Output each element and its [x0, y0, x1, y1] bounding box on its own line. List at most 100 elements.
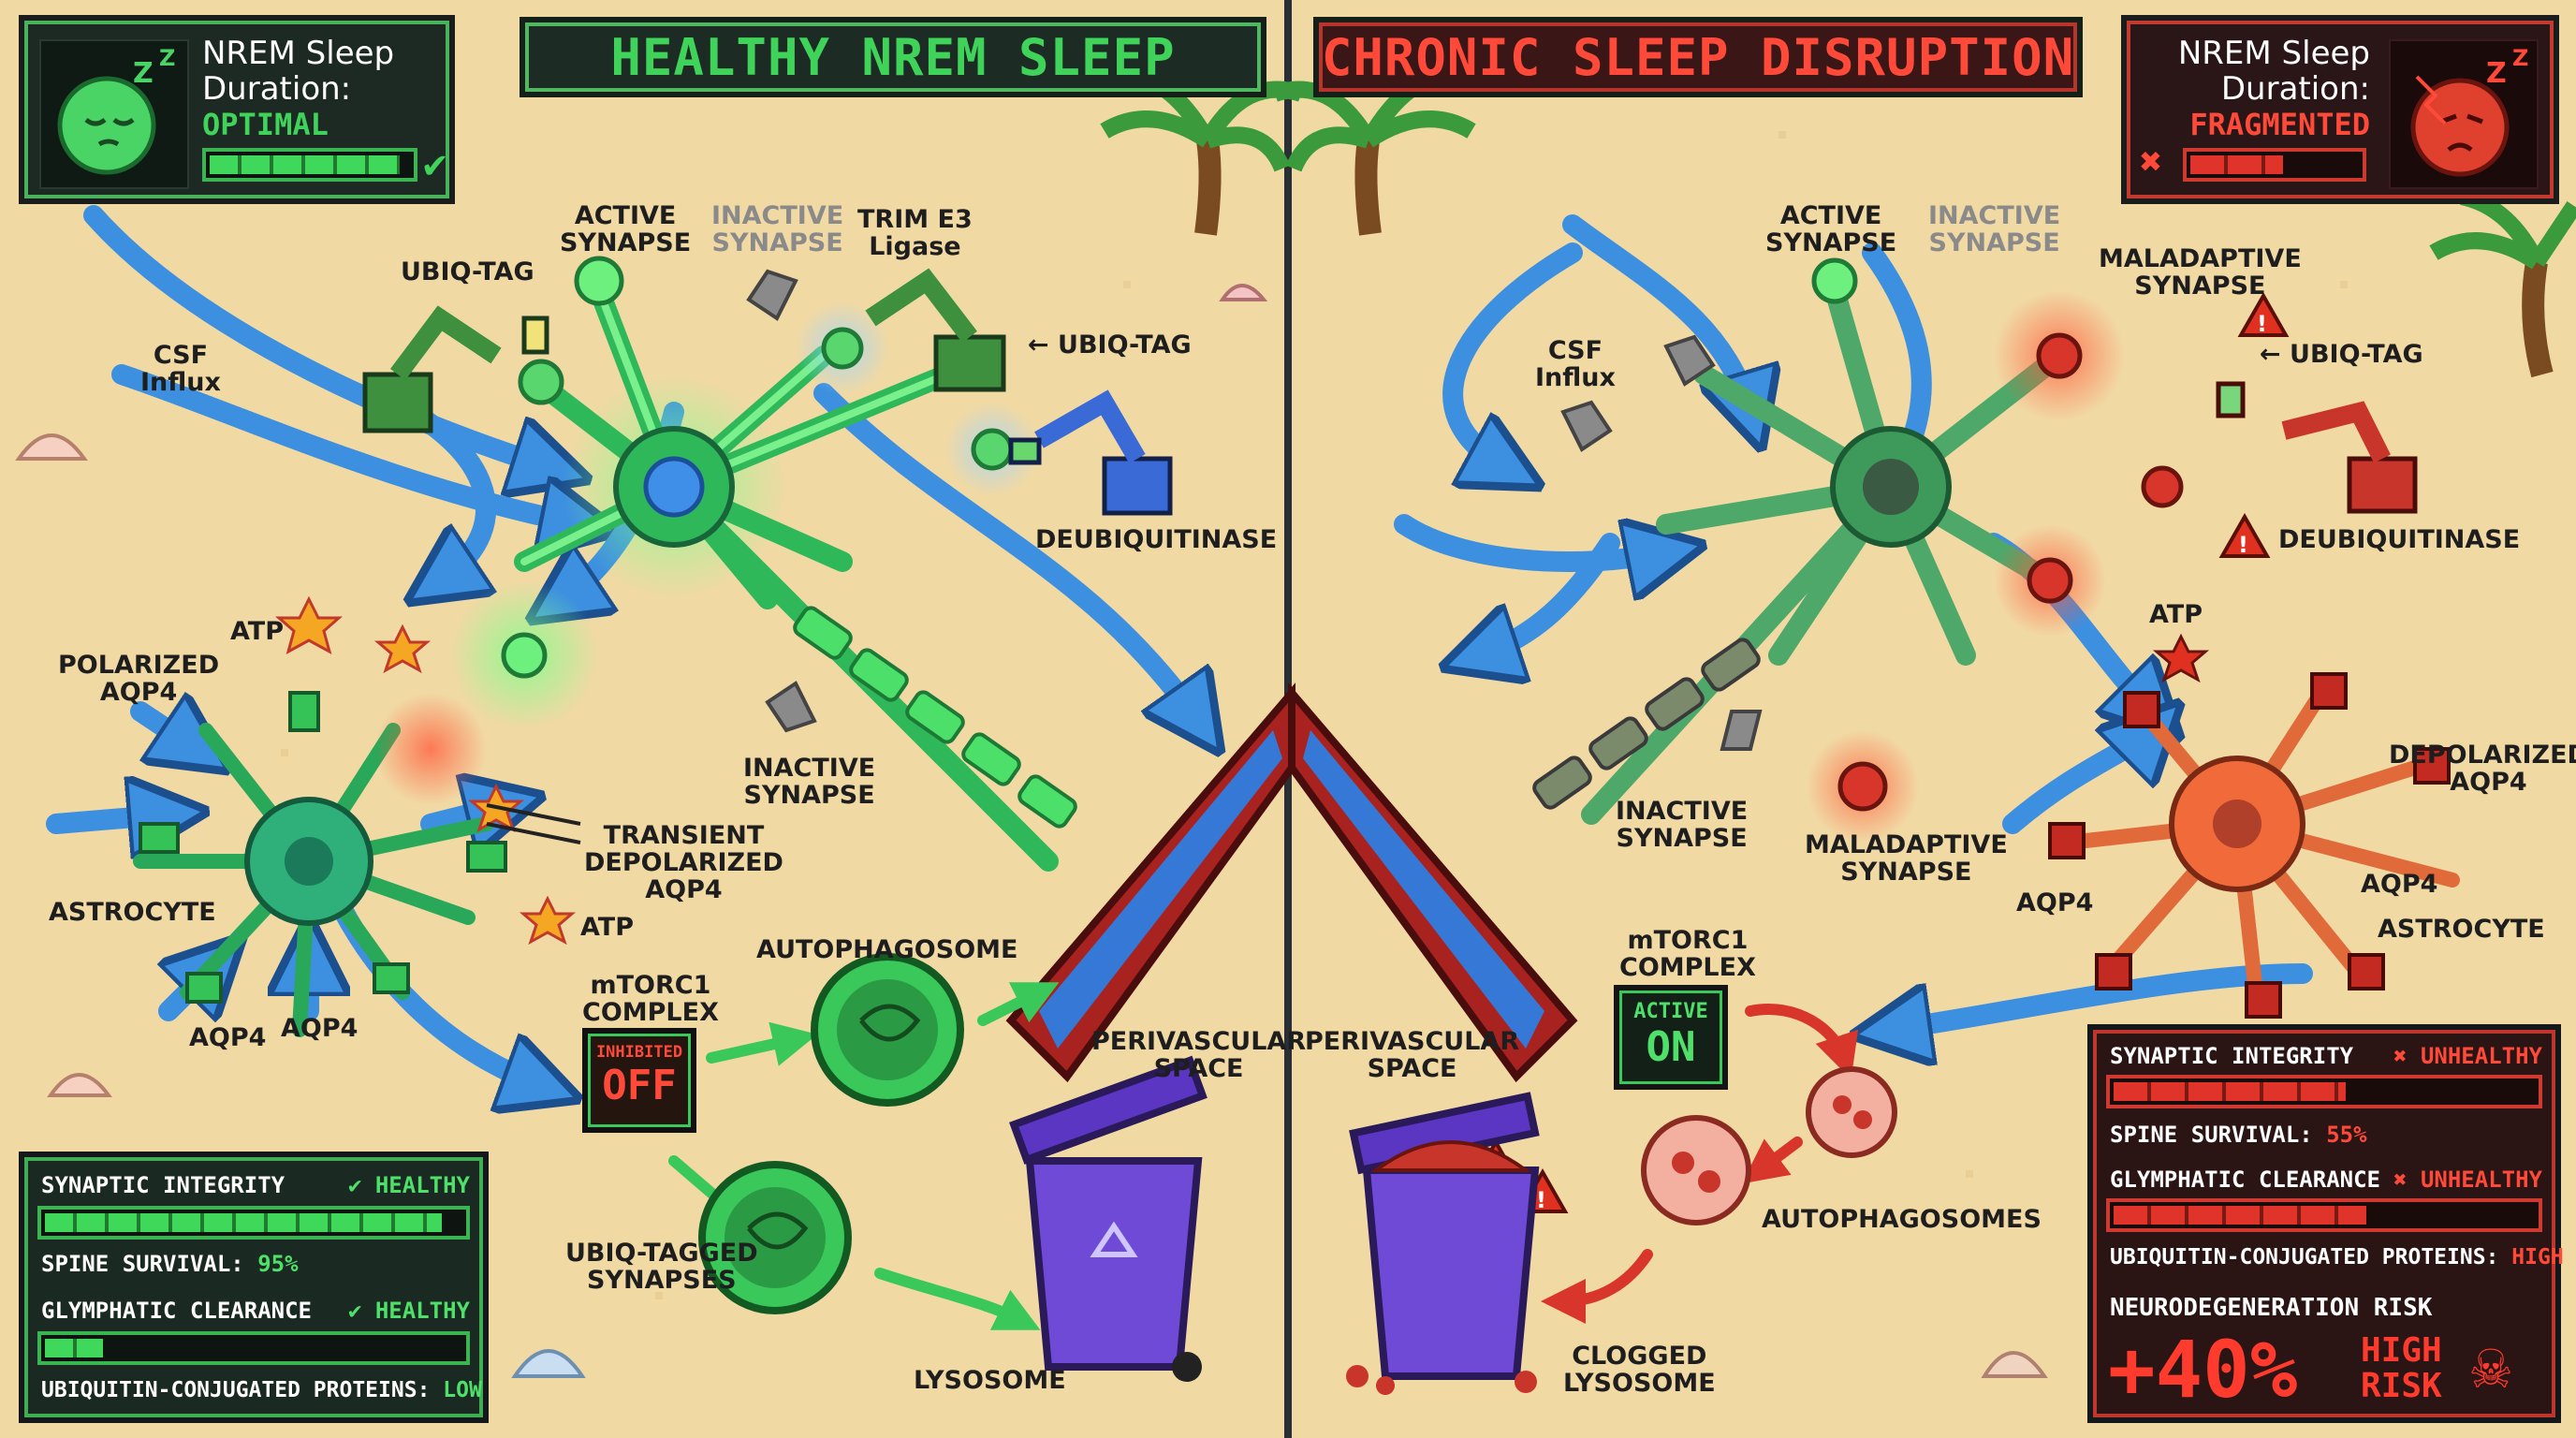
- label-atp: ATP: [230, 617, 285, 646]
- sleep-card-title-2: Duration:: [202, 70, 352, 108]
- palm-tree-icon: [1272, 66, 1476, 236]
- metric-glymphatic-status: ✖ UNHEALTHY: [2393, 1167, 2542, 1193]
- label-aqp4: AQP4: [189, 1023, 267, 1052]
- seashell-icon: [1981, 1351, 2048, 1378]
- neurodegeneration-risk-value: +40%: [2108, 1324, 2298, 1416]
- sleep-duration-card-disrupted: NREM Sleep Duration: FRAGMENTED ✖ Z Z: [2121, 15, 2559, 204]
- metric-synaptic-integrity-status: ✔ HEALTHY: [347, 1172, 470, 1198]
- autophagosome-icon: [1806, 1066, 1897, 1158]
- seashell-icon: [15, 433, 88, 461]
- panel-title-healthy: HEALTHY NREM SLEEP: [520, 17, 1266, 97]
- broken-sleep-face-icon: Z Z: [2389, 39, 2539, 189]
- sleep-duration-bar: [2183, 148, 2366, 182]
- mtorc1-state-active: ACTIVE ON: [1614, 985, 1728, 1090]
- metric-ubiquitin-proteins: UBIQUITIN-CONJUGATED PROTEINS: HIGH: [2110, 1245, 2564, 1269]
- perivascular-vessel-left: [1005, 682, 1295, 1083]
- metric-glymphatic-status: ✔ HEALTHY: [347, 1298, 470, 1324]
- metric-spine-survival: SPINE SURVIVAL: 55%: [2110, 1122, 2367, 1148]
- lysosome-bin-icon: [1009, 1055, 1208, 1382]
- label-autophagosome: AUTOPHAGOSOME: [756, 935, 1018, 964]
- label-atp: ATP: [580, 913, 635, 942]
- metric-synaptic-integrity-status: ✖ UNHEALTHY: [2393, 1043, 2542, 1069]
- label-ubiq-tag: ← UBIQ-TAG: [1028, 330, 1192, 360]
- autophagosome-icon: [1641, 1115, 1751, 1225]
- astrocyte-disrupted: [2048, 672, 2460, 1019]
- metric-glymphatic-label: GLYMPHATIC CLEARANCE: [41, 1298, 312, 1324]
- robotic-arm-icon: [865, 268, 1006, 392]
- sleep-card-title-1: NREM Sleep: [2177, 35, 2370, 72]
- label-astrocyte: ASTROCYTE: [49, 898, 216, 927]
- svg-text:Z: Z: [2486, 57, 2507, 90]
- pointer-lines: [486, 803, 581, 844]
- atp-burst-icon: [2152, 633, 2210, 683]
- check-icon: ✔: [423, 140, 447, 186]
- mtorc1-state-big: ON: [1646, 1023, 1696, 1071]
- synaptic-integrity-bar: [2106, 1075, 2542, 1108]
- metrics-panel-disrupted: SYNAPTIC INTEGRITY ✖ UNHEALTHY SPINE SUR…: [2087, 1024, 2564, 1423]
- sleep-card-title-2: Duration:: [2220, 70, 2370, 108]
- robotic-arm-icon: [362, 305, 549, 433]
- glymphatic-clearance-bar: [2106, 1198, 2542, 1232]
- sleep-duration-bar: [202, 148, 417, 182]
- skull-crossbones-icon: ☠: [2471, 1327, 2511, 1403]
- metric-neurodegeneration-risk-label: NEURODEGENERATION RISK: [2110, 1294, 2433, 1322]
- label-astrocyte: ASTROCYTE: [2378, 915, 2545, 944]
- sleep-status-optimal: OPTIMAL: [202, 107, 329, 142]
- astrocyte-healthy: [133, 691, 507, 1037]
- label-autophagosomes: AUTOPHAGOSOMES: [1762, 1205, 2042, 1234]
- metric-synaptic-integrity-label: SYNAPTIC INTEGRITY: [2110, 1043, 2354, 1069]
- robotic-arm-icon: [2216, 381, 2418, 514]
- metrics-panel-healthy: SYNAPTIC INTEGRITY ✔ HEALTHY SPINE SURVI…: [19, 1152, 489, 1423]
- metric-ubiquitin-proteins: UBIQUITIN-CONJUGATED PROTEINS: LOW: [41, 1378, 482, 1402]
- svg-text:Z: Z: [133, 57, 154, 90]
- mtorc1-state-small: INHIBITED: [595, 1043, 683, 1062]
- mtorc1-state-small: ACTIVE: [1633, 1000, 1708, 1023]
- synaptic-integrity-bar: [37, 1206, 470, 1240]
- metric-synaptic-integrity-label: SYNAPTIC INTEGRITY: [41, 1172, 285, 1198]
- label-ubiq-tag: UBIQ-TAG: [401, 257, 534, 286]
- svg-text:!: !: [1536, 1187, 1546, 1213]
- seashell-icon: [511, 1349, 586, 1378]
- ubiq-tagged-synapse-icon: [698, 1161, 852, 1314]
- label-deubiquitinase: DEUBIQUITINASE: [2278, 525, 2521, 554]
- metric-glymphatic-label: GLYMPHATIC CLEARANCE: [2110, 1167, 2380, 1193]
- sleep-duration-card-healthy: Z Z NREM Sleep Duration: OPTIMAL ✔: [19, 15, 455, 204]
- x-icon: ✖: [2140, 140, 2163, 183]
- robotic-arm-icon: [1008, 389, 1173, 516]
- perivascular-vessel-right: [1288, 682, 1578, 1083]
- label-deubiquitinase: DEUBIQUITINASE: [1035, 525, 1278, 554]
- neuron-disrupted: [1532, 257, 2184, 843]
- palm-tree-icon: [1100, 66, 1304, 236]
- glymphatic-clearance-bar: [37, 1331, 470, 1365]
- palm-tree-icon: [2429, 188, 2576, 378]
- label-atp: ATP: [2149, 600, 2203, 629]
- autophagosome-icon: [811, 953, 964, 1107]
- label-ubiq-tag: ← UBIQ-TAG: [2260, 340, 2423, 369]
- label-lysosome: LYSOSOME: [914, 1366, 1066, 1395]
- label-aqp4: AQP4: [281, 1014, 359, 1043]
- label-aqp4: AQP4: [2361, 870, 2438, 899]
- svg-text:!: !: [2257, 311, 2267, 337]
